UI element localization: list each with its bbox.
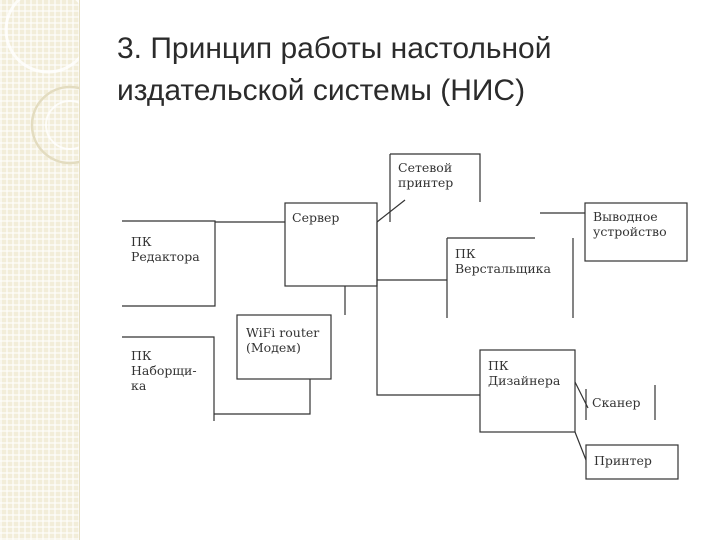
label-pc-designer: ПК Дизайнера — [488, 358, 561, 388]
box-network-printer — [389, 153, 481, 222]
label-output-device: Выводное устройство — [593, 209, 667, 239]
box-printer — [585, 444, 679, 480]
line-network-printer-server — [376, 199, 406, 223]
label-pc-typesetter: ПК Наборщи- ка — [131, 348, 197, 393]
box-pc-typesetter — [122, 336, 215, 421]
label-printer: Принтер — [594, 453, 652, 468]
line-typesetter-wifi — [214, 379, 311, 415]
decorative-circles — [4, 0, 79, 165]
label-server: Сервер — [292, 210, 340, 225]
label-pc-layout: ПК Верстальщика — [455, 246, 551, 276]
slide-title: 3. Принцип работы настольной издательско… — [117, 28, 697, 112]
box-pc-designer — [479, 349, 576, 433]
title-line-2: издательской системы (НИС) — [117, 74, 526, 107]
box-output-device — [584, 202, 688, 262]
box-pc-editor — [122, 220, 216, 307]
title-line-1: 3. Принцип работы настольной — [117, 32, 552, 65]
label-network-printer: Сетевой принтер — [398, 160, 454, 190]
line-designer-printer — [574, 431, 587, 461]
decorative-side-band — [0, 0, 80, 540]
label-pc-editor: ПК Редактора — [131, 234, 200, 264]
label-scanner: Сканер — [592, 395, 641, 410]
line-server-bus — [376, 222, 480, 396]
box-pc-layout — [446, 237, 574, 318]
line-designer-scanner — [574, 381, 589, 409]
label-wifi-router: WiFi router (Модем) — [246, 325, 320, 355]
box-wifi-router — [236, 314, 332, 380]
